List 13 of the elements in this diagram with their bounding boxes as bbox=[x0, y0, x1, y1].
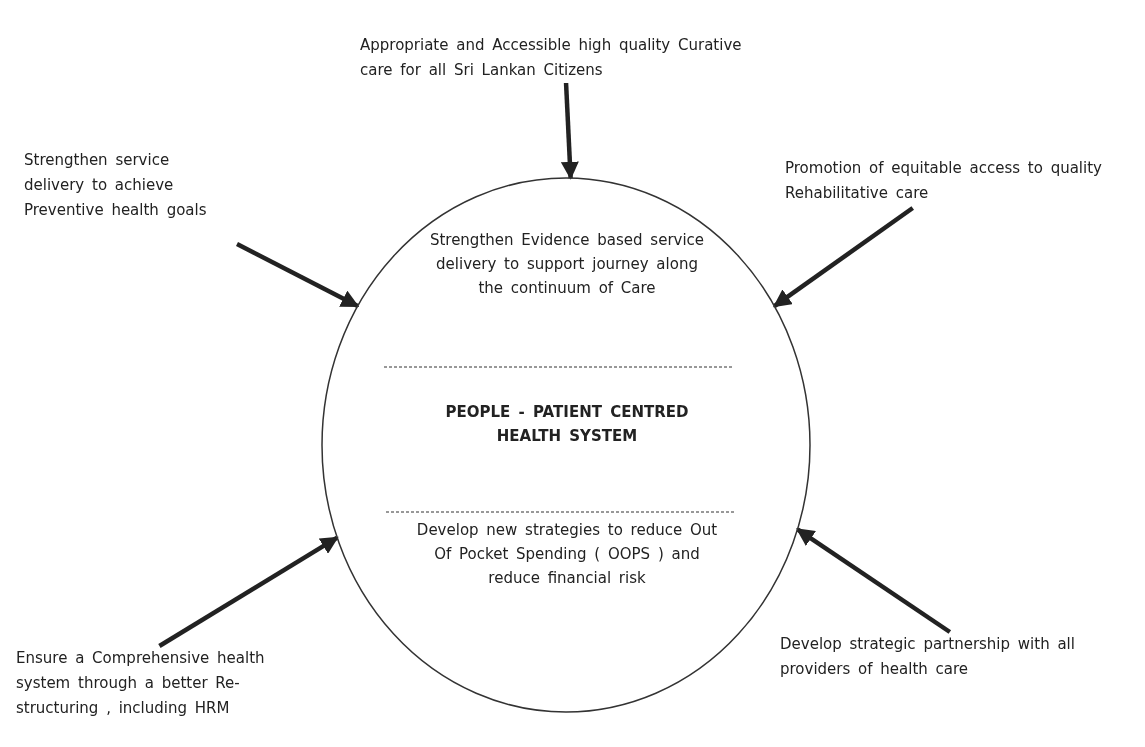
goal-text: Strengthen service delivery to achieve Preventive health goals bbox=[24, 148, 237, 276]
arrow bbox=[772, 206, 915, 308]
circle-text: Develop new strategies to reduce Out Of Pocket Spending ( OOPS ) and reduce financial risk bbox=[415, 520, 719, 589]
arrow bbox=[158, 535, 339, 648]
arrow bbox=[560, 82, 579, 180]
goal-text: Appropriate and Accessible high quality Curative care for all Sri Lankan Citizens bbox=[360, 33, 760, 83]
goal-text: Promotion of equitable access to quality Rehabilitative care bbox=[785, 156, 1125, 208]
center-title: PEOPLE - PATIENT CENTRED HEALTH SYSTEM bbox=[444, 402, 690, 447]
circle-text: Strengthen Evidence based service delivery to support journey along the continuum of Care bbox=[428, 230, 706, 299]
arrow bbox=[235, 242, 360, 309]
goal-text: Ensure a Comprehensive health system through a better Re-structuring , including HRM bbox=[16, 646, 306, 722]
arrow bbox=[796, 527, 952, 634]
goal-text: Develop strategic partnership with all providers of health care bbox=[780, 632, 1110, 682]
